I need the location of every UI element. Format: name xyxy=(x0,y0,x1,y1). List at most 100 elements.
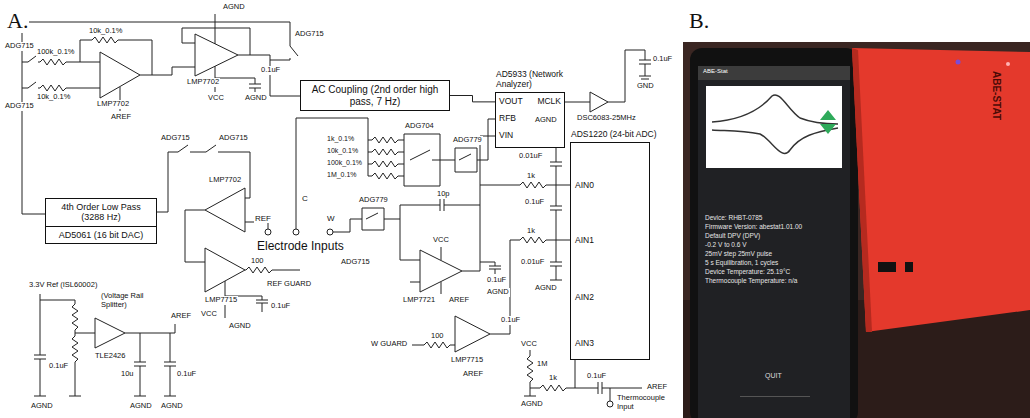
net-label: AREF xyxy=(462,370,484,379)
screen-text: Thermocouple Temperature: n/a xyxy=(704,277,798,284)
pin-label: AIN0 xyxy=(575,181,594,191)
net-label: W GUARD xyxy=(370,340,408,349)
net-label: VCC xyxy=(432,236,450,245)
component-value: 1M_0.1% xyxy=(326,171,358,179)
pin-label: MCLK xyxy=(537,97,561,107)
part-label: ADG715 xyxy=(218,134,249,143)
screen-text: Default DPV (DPV) xyxy=(704,232,761,239)
block-title: ADS1220 (24-bit ADC) xyxy=(571,130,681,140)
component-value: 0.1uF xyxy=(176,370,197,379)
net-label: VCC xyxy=(200,310,218,319)
net-label: AGND xyxy=(222,3,246,12)
pin-label: VIN xyxy=(499,131,513,141)
net-label: AGND xyxy=(129,402,153,411)
net-label: AGND xyxy=(30,402,54,411)
screen-text: 25mV step 25mV pulse xyxy=(704,250,773,257)
component-value: 0.01uF xyxy=(518,152,543,161)
part-label: LMP7715 xyxy=(450,356,484,365)
block-title: AD5933 (Network Analyzer) xyxy=(496,70,596,90)
pin-label: VOUT xyxy=(499,97,523,107)
part-label: LMP7702 xyxy=(186,78,220,87)
component-value: 1k_0.1% xyxy=(326,135,355,143)
component-value: 10u xyxy=(120,370,135,379)
component-value: 0.1uF xyxy=(524,198,545,207)
pin-label: AIN1 xyxy=(575,236,594,246)
pin-label: W xyxy=(326,214,336,223)
pin-label: AIN2 xyxy=(575,293,594,303)
device-marking: ABE-STAT xyxy=(991,70,1003,121)
net-label: REF GUARD xyxy=(266,280,312,289)
panel-letter: A. xyxy=(6,8,29,33)
part-label: ADG715 xyxy=(4,102,35,111)
net-label: AGND xyxy=(160,402,184,411)
component-value: 0.1uF xyxy=(48,362,69,371)
component-value: 1k xyxy=(526,227,536,236)
screen-text: 5 s Equilibration, 1 cycles xyxy=(704,259,779,266)
component-value: 0.1uF xyxy=(652,55,673,64)
pin-label: C xyxy=(301,194,309,203)
screen-text: -0.2 V to 0.6 V xyxy=(704,241,748,248)
net-label: VCC xyxy=(520,340,538,349)
panel-letter: B. xyxy=(688,8,710,33)
part-label: LMP7702 xyxy=(208,176,242,185)
component-value: 100 xyxy=(430,332,445,341)
component-value: 10k_0.1% xyxy=(36,93,71,102)
net-label: AGND xyxy=(228,322,252,331)
net-label: AGND xyxy=(534,284,558,293)
screen-button: QUIT xyxy=(764,372,783,380)
component-value: 0.1uF xyxy=(486,276,507,285)
part-label: TLE2426 xyxy=(94,352,126,361)
part-label: (Voltage Rail Splitter) xyxy=(100,292,172,309)
net-label: AGND xyxy=(534,116,558,125)
device-photo xyxy=(683,42,1030,418)
component-value: 0.1uF xyxy=(500,316,521,325)
net-label: AREF xyxy=(646,383,668,392)
component-value: 0.1uF xyxy=(586,372,607,381)
screen-text: Device: RHBT-0785 xyxy=(704,214,763,221)
component-value: 1k xyxy=(526,172,536,181)
net-label: AGND xyxy=(520,400,544,409)
ic-block: ADS1220 (24-bit ADC)AIN0AIN1AIN2AIN3 xyxy=(570,142,650,360)
pin-label: REF xyxy=(254,214,272,223)
net-label: AREF xyxy=(110,113,132,122)
net-label: AGND xyxy=(486,288,510,297)
net-label: VCC xyxy=(207,94,225,103)
app-title: ABE-Stat xyxy=(702,68,729,75)
signal-wire xyxy=(450,96,495,102)
part-label: ADG704 xyxy=(404,122,435,131)
component-value: 0.1uF xyxy=(260,66,281,75)
part-label: LMP7721 xyxy=(402,296,436,305)
block-title: AD5061 (16 bit DAC) xyxy=(50,230,152,240)
block-title: AC Coupling (2nd order high pass, 7 Hz) xyxy=(305,84,445,107)
net-label: AREF xyxy=(448,296,470,305)
component-value: 100k_0.1% xyxy=(326,159,363,167)
component-value: 1M xyxy=(536,360,548,369)
component-value: 100k_0.1% xyxy=(36,48,76,57)
net-label: AGND xyxy=(244,94,268,103)
part-label: ADG715 xyxy=(4,42,35,51)
part-label: DSC6083-25MHz xyxy=(576,114,637,123)
filter-block: AC Coupling (2nd order high pass, 7 Hz) xyxy=(300,80,450,111)
screen-text: Firmware Version: abestat1.01.00 xyxy=(704,223,803,230)
net-label: GND xyxy=(636,82,655,91)
part-label: ADG715 xyxy=(294,30,325,39)
filter-block: 4th Order Low Pass (3288 Hz) xyxy=(45,198,157,227)
part-label: LMP7715 xyxy=(204,296,238,305)
part-label: ADG779 xyxy=(358,196,389,205)
electrode-label: Electrode Inputs xyxy=(256,240,345,254)
component-value: 10k_0.1% xyxy=(88,27,123,36)
part-label: 3.3V Ref (ISL60002) xyxy=(28,281,98,290)
component-value: 100 xyxy=(250,257,265,266)
block-title: 4th Order Low Pass (3288 Hz) xyxy=(50,202,152,223)
dac-block: AD5061 (16 bit DAC) xyxy=(45,226,157,244)
net-label: AREF xyxy=(170,312,192,321)
component-value: 10p xyxy=(436,190,451,199)
component-value: 0.01uF xyxy=(520,258,545,267)
part-label: ADG715 xyxy=(160,134,191,143)
screen-text: Device Temperature: 25.19°C xyxy=(704,268,791,275)
part-label: ADG715 xyxy=(340,258,371,267)
component-value: 10k_0.1% xyxy=(326,147,359,155)
component-value: 0.1uF xyxy=(270,302,291,311)
component-value: 1k xyxy=(548,374,558,383)
pin-label: AIN3 xyxy=(575,339,594,349)
